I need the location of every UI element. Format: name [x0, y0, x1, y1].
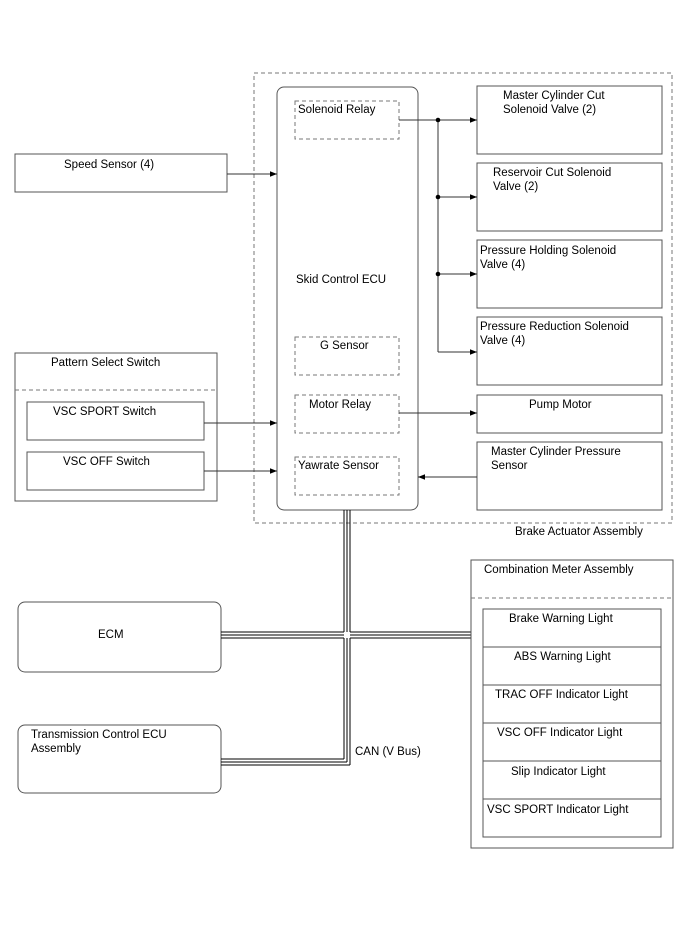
light-slip: Slip Indicator Light — [511, 766, 606, 778]
solenoid-relay-label: Solenoid Relay — [298, 104, 376, 116]
mc-sensor-label-line2: Sensor — [491, 460, 528, 472]
can-bus — [221, 510, 471, 766]
transmission-ecu-label-line1: Transmission Control ECU — [31, 729, 167, 741]
light-abs-warning: ABS Warning Light — [514, 651, 612, 663]
speed-sensor: Speed Sensor (4) — [14, 153, 228, 193]
vsc-sport-switch-label: VSC SPORT Switch — [53, 406, 156, 418]
vsc-off-switch-label: VSC OFF Switch — [63, 456, 150, 468]
light-brake-warning: Brake Warning Light — [509, 613, 614, 625]
pump-motor: Pump Motor — [476, 394, 663, 434]
pump-motor-label: Pump Motor — [529, 399, 592, 411]
mc-sensor-label-line1: Master Cylinder Pressure — [491, 446, 621, 458]
combination-meter-assembly: Combination Meter Assembly Brake Warning… — [470, 559, 674, 849]
valve-label-line2: Valve (2) — [493, 181, 538, 193]
valve-label-line1: Reservoir Cut Solenoid — [493, 167, 611, 179]
valve-master-cylinder-cut: Master Cylinder Cut Solenoid Valve (2) — [476, 85, 663, 155]
valve-label-line2: Solenoid Valve (2) — [503, 104, 596, 116]
combination-meter-title: Combination Meter Assembly — [484, 564, 634, 576]
valve-label-line2: Valve (4) — [480, 259, 525, 271]
transmission-ecu-label-line2: Assembly — [31, 743, 81, 755]
pattern-select-switch: Pattern Select Switch VSC SPORT Switch V… — [14, 352, 218, 502]
yawrate-sensor-box — [294, 456, 400, 496]
solenoid-wiring — [399, 117, 477, 355]
valve-label-line1: Pressure Reduction Solenoid — [480, 321, 629, 333]
g-sensor-box — [294, 336, 400, 376]
valve-pressure-reduction: Pressure Reduction Solenoid Valve (4) — [476, 316, 663, 386]
ecm-label: ECM — [98, 629, 124, 641]
speed-sensor-label: Speed Sensor (4) — [64, 159, 154, 171]
motor-relay-box — [294, 394, 400, 434]
valve-reservoir-cut: Reservoir Cut Solenoid Valve (2) — [476, 162, 663, 232]
ecm: ECM — [17, 601, 222, 673]
motor-relay-label: Motor Relay — [309, 399, 371, 411]
transmission-control-ecu: Transmission Control ECU Assembly — [17, 724, 222, 794]
master-cylinder-pressure-sensor: Master Cylinder Pressure Sensor — [476, 441, 663, 511]
skid-control-ecu-label: Skid Control ECU — [296, 274, 386, 286]
valve-pressure-holding: Pressure Holding Solenoid Valve (4) — [476, 239, 663, 309]
valve-label-line1: Master Cylinder Cut — [503, 90, 605, 102]
g-sensor-label: G Sensor — [320, 340, 369, 352]
valve-label-line2: Valve (4) — [480, 335, 525, 347]
light-vsc-sport: VSC SPORT Indicator Light — [487, 804, 629, 816]
skid-control-ecu: Skid Control ECU Solenoid Relay G Sensor… — [276, 86, 419, 511]
light-vsc-off: VSC OFF Indicator Light — [497, 727, 623, 739]
can-label: CAN (V Bus) — [355, 746, 421, 758]
light-trac-off: TRAC OFF Indicator Light — [495, 689, 629, 701]
yawrate-sensor-label: Yawrate Sensor — [298, 460, 379, 472]
brake-actuator-label: Brake Actuator Assembly — [515, 526, 643, 538]
valve-label-line1: Pressure Holding Solenoid — [480, 245, 616, 257]
pattern-select-title: Pattern Select Switch — [51, 357, 160, 369]
